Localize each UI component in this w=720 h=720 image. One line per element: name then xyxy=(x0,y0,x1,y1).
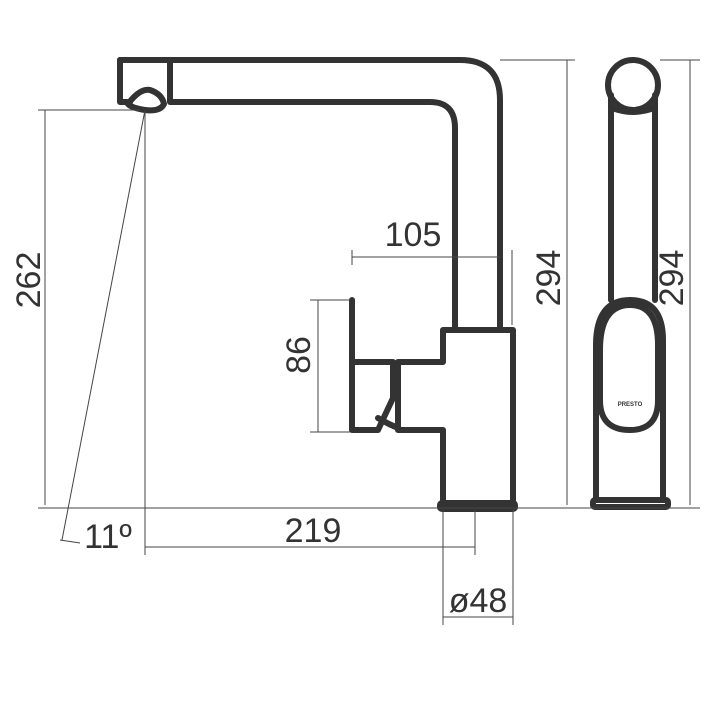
dimension-labels: 262 294 294 105 86 219 11º ø48 xyxy=(10,216,691,620)
dim-total-height-front: 294 xyxy=(530,250,568,307)
dim-base-diameter: ø48 xyxy=(449,582,508,620)
brand-logo: PRESTO xyxy=(618,402,643,408)
dim-lever-offset: 105 xyxy=(385,216,442,254)
dim-lever-height: 86 xyxy=(280,336,318,374)
dim-spout-reach: 219 xyxy=(285,512,342,550)
dim-spout-height: 262 xyxy=(10,252,48,309)
faucet-side-view: PRESTO xyxy=(590,57,671,510)
faucet-front-view xyxy=(117,57,518,512)
aerator-icon xyxy=(125,86,167,114)
dim-spout-angle: 11º xyxy=(84,518,132,556)
dim-total-height-side: 294 xyxy=(653,250,691,307)
dimension-lines xyxy=(38,59,700,625)
